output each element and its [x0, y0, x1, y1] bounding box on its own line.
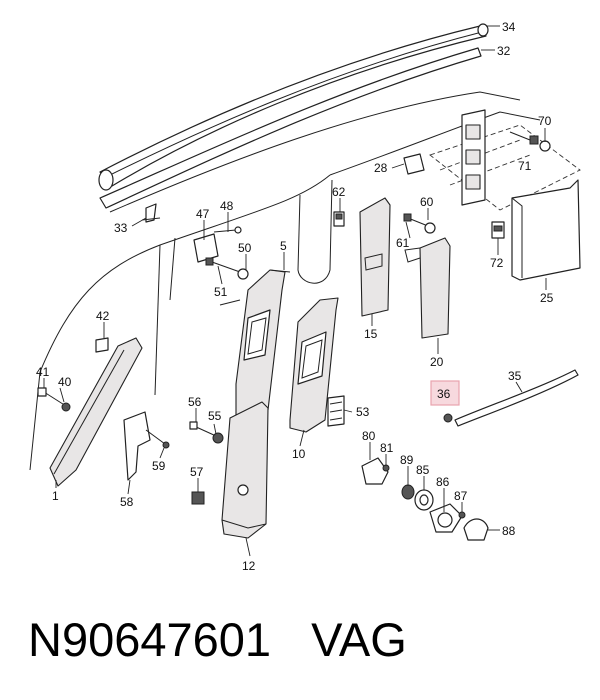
- parts-diagram: 34 32 70 71 28 62 60 61 72 25 33 47 48 5…: [29, 20, 581, 573]
- callout-15: 15: [364, 327, 378, 341]
- callout-10: 10: [292, 447, 306, 461]
- callout-33: 33: [114, 221, 128, 235]
- bracket-58: [123, 411, 170, 481]
- callout-53: 53: [356, 405, 370, 419]
- callout-71: 71: [518, 159, 532, 173]
- pillar-trim-5: [235, 269, 291, 421]
- callout-41: 41: [36, 365, 50, 379]
- callout-86: 86: [436, 475, 450, 489]
- callout-88: 88: [502, 524, 516, 538]
- screw-60: [403, 213, 436, 234]
- callout-59: 59: [152, 459, 166, 473]
- roof-seal-34: [98, 23, 489, 191]
- callout-47: 47: [196, 207, 210, 221]
- cover-cap-28: [403, 153, 425, 175]
- callout-34: 34: [502, 20, 516, 34]
- bracket-80: [361, 457, 390, 485]
- bracket-47: [193, 226, 242, 263]
- roof-seal-32: [99, 47, 482, 209]
- callout-48: 48: [220, 199, 234, 213]
- callout-58: 58: [120, 495, 134, 509]
- callout-5: 5: [280, 239, 287, 253]
- callout-25: 25: [540, 291, 554, 305]
- clip-42: [95, 337, 109, 353]
- callout-80: 80: [362, 429, 376, 443]
- callout-55: 55: [208, 409, 222, 423]
- assembly-85-89: [401, 484, 489, 541]
- lower-trim-12: [221, 401, 269, 539]
- callout-89: 89: [400, 453, 414, 467]
- callout-56: 56: [188, 395, 202, 409]
- rear-trim-25: [511, 179, 581, 281]
- screw-50: [205, 257, 249, 280]
- callout-28: 28: [374, 161, 388, 175]
- callout-1: 1: [52, 489, 59, 503]
- callout-61: 61: [396, 236, 410, 250]
- callout-57: 57: [190, 465, 204, 479]
- clip-57: [191, 491, 205, 505]
- rod-35: [443, 369, 579, 427]
- b-pillar-20: [404, 237, 451, 339]
- callout-72: 72: [490, 256, 504, 270]
- callout-12: 12: [242, 559, 256, 573]
- clip-53: [327, 395, 345, 427]
- clip-62: [333, 211, 345, 227]
- screw-55: [189, 421, 224, 444]
- clip-33: [141, 203, 161, 223]
- callout-32: 32: [497, 44, 511, 58]
- callout-labels: 34 32 70 71 28 62 60 61 72 25 33 47 48 5…: [36, 20, 554, 573]
- pillar-trim-10: [289, 297, 339, 433]
- clip-72: [491, 221, 505, 239]
- rear-bracket: [461, 109, 486, 206]
- a-pillar-trim-1: [49, 337, 143, 487]
- brand-name: VAG: [311, 613, 407, 666]
- callout-42: 42: [96, 309, 110, 323]
- callout-70: 70: [538, 114, 552, 128]
- callout-50: 50: [238, 241, 252, 255]
- callout-20: 20: [430, 355, 444, 369]
- b-pillar-upper-15: [359, 197, 391, 317]
- callout-62: 62: [332, 185, 346, 199]
- callout-85: 85: [416, 463, 430, 477]
- callout-51: 51: [214, 285, 228, 299]
- callout-40: 40: [58, 375, 72, 389]
- screw-40: [37, 387, 71, 412]
- callout-60: 60: [420, 195, 434, 209]
- callout-36: 36: [437, 387, 451, 401]
- callout-35: 35: [508, 369, 522, 383]
- part-caption: N90647601 VAG: [28, 612, 407, 667]
- leader-lines: [43, 25, 547, 557]
- callout-87: 87: [454, 489, 468, 503]
- part-number: N90647601: [28, 613, 272, 666]
- callout-81: 81: [380, 441, 394, 455]
- highlight-box-36: [430, 380, 460, 406]
